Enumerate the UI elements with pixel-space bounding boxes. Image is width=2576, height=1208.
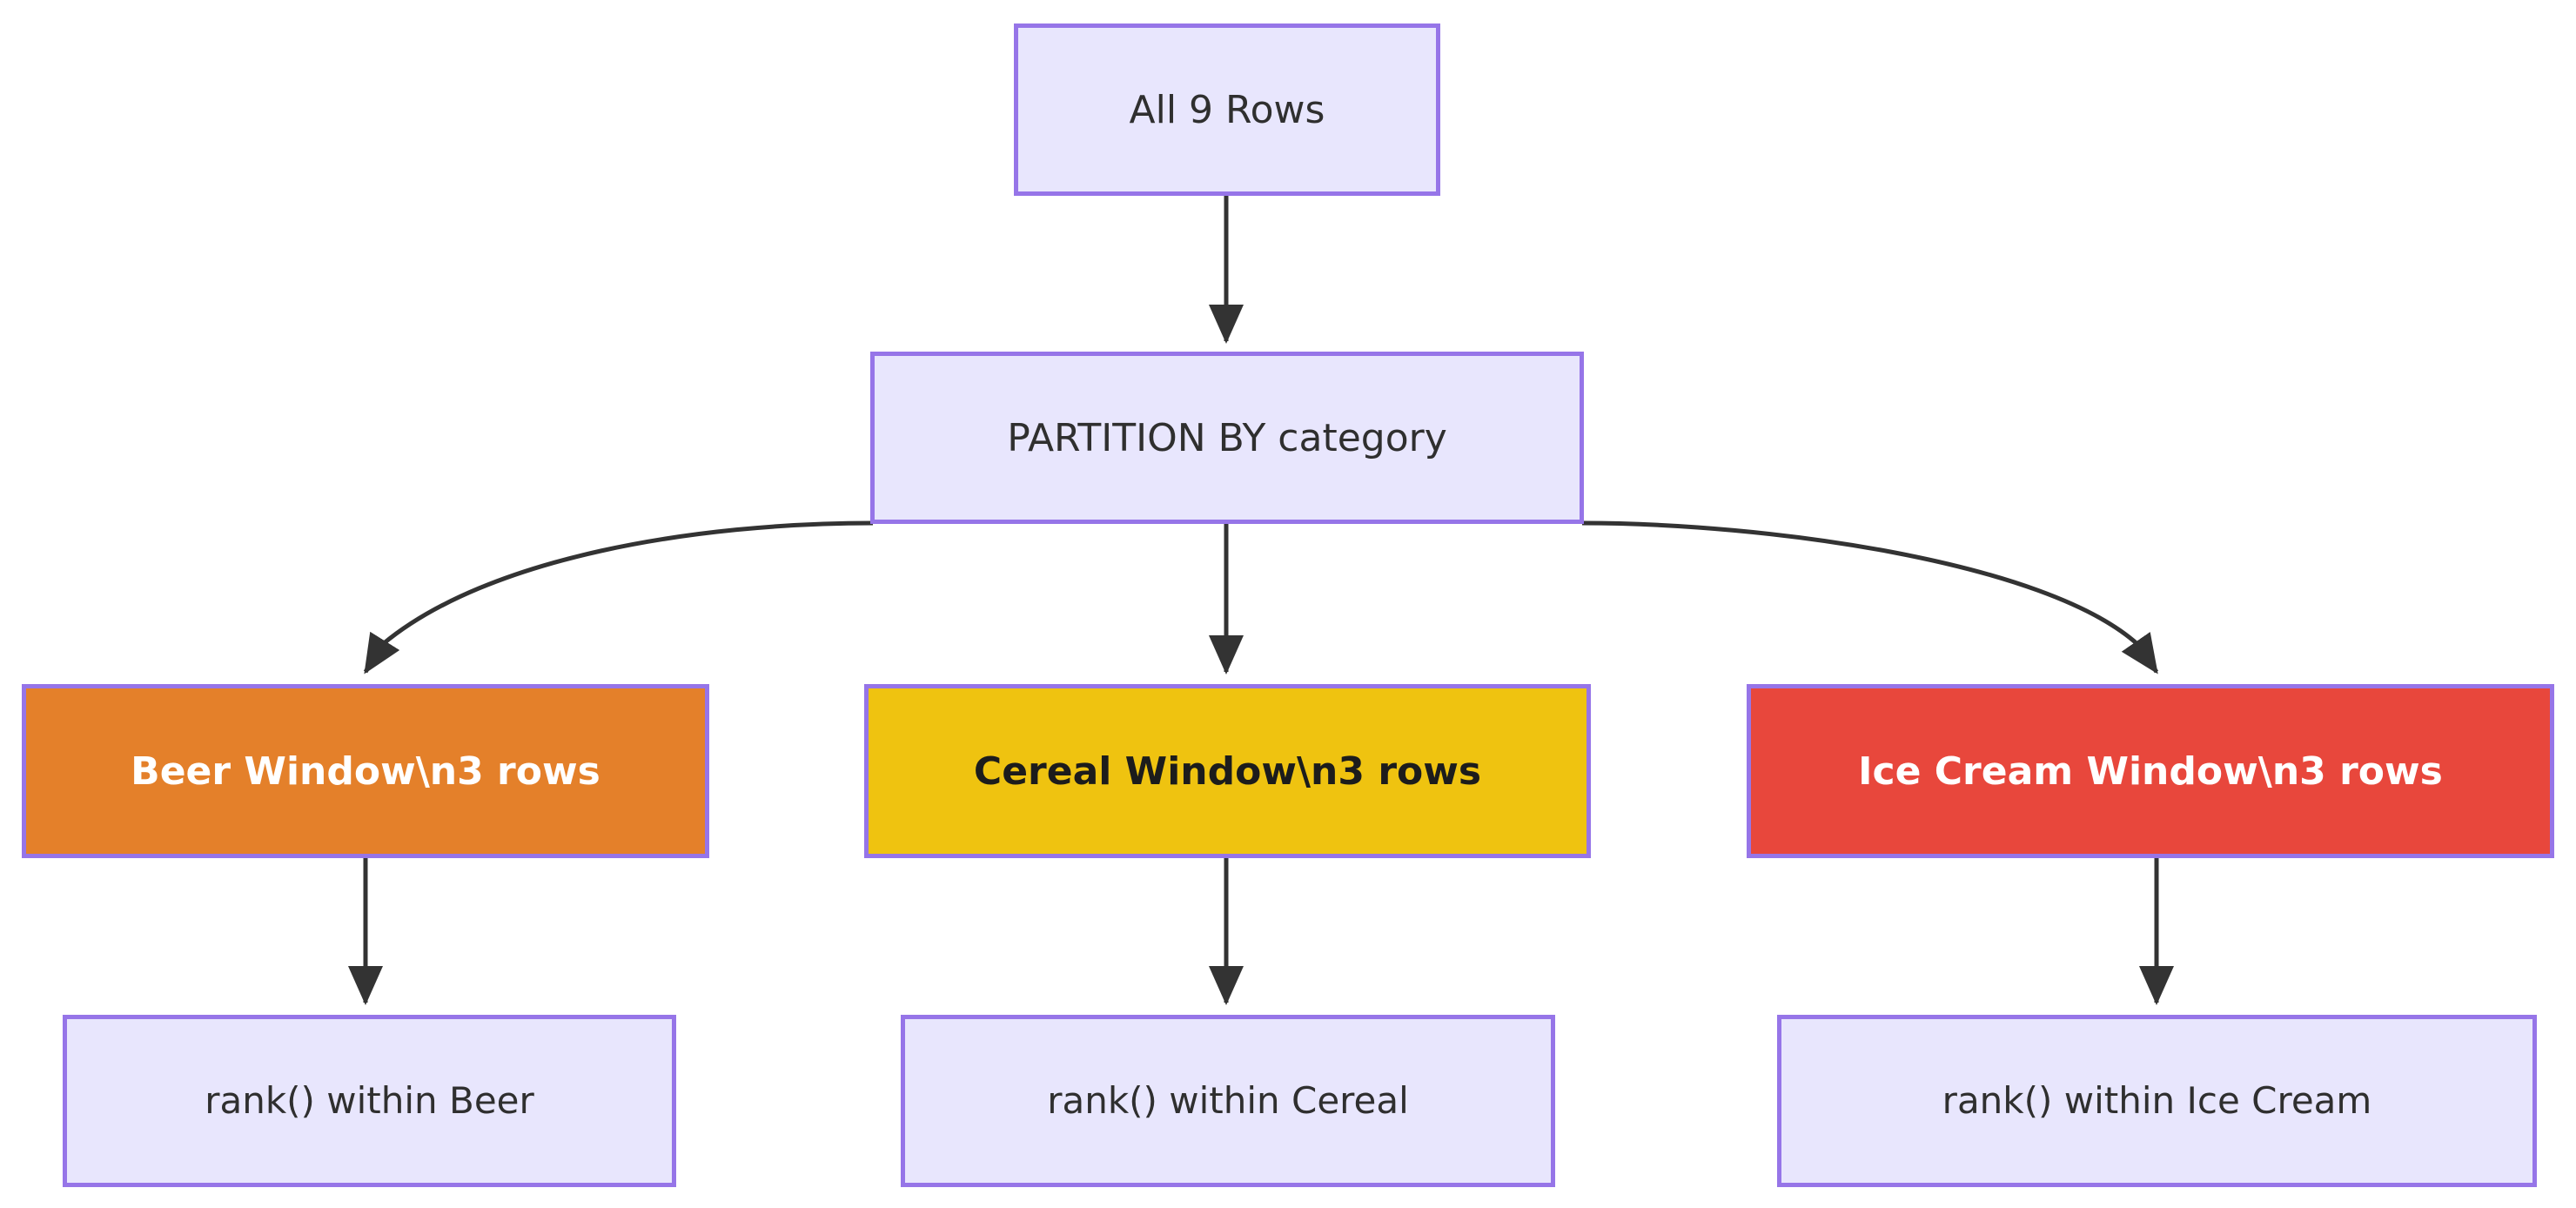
- node-beer-window-label: Beer Window\n3 rows: [131, 748, 600, 794]
- node-rank-within-beer[interactable]: rank() within Beer: [63, 1015, 676, 1187]
- node-ice-cream-window-label: Ice Cream Window\n3 rows: [1858, 748, 2443, 794]
- node-ice-cream-window[interactable]: Ice Cream Window\n3 rows: [1747, 684, 2554, 858]
- node-partition-by-category-label: PARTITION BY category: [1007, 415, 1447, 460]
- node-rank-within-cereal[interactable]: rank() within Cereal: [901, 1015, 1555, 1187]
- node-cereal-window[interactable]: Cereal Window\n3 rows: [864, 684, 1591, 858]
- node-rank-within-beer-label: rank() within Beer: [205, 1078, 534, 1122]
- node-all-9-rows-label: All 9 Rows: [1129, 87, 1325, 132]
- edge-partition-to-window-beer: [363, 520, 874, 674]
- edge-partition-to-window-icecream: [1581, 520, 2159, 674]
- node-partition-by-category[interactable]: PARTITION BY category: [870, 352, 1584, 524]
- node-rank-within-ice-cream-label: rank() within Ice Cream: [1942, 1078, 2372, 1122]
- node-beer-window[interactable]: Beer Window\n3 rows: [22, 684, 709, 858]
- node-all-9-rows[interactable]: All 9 Rows: [1014, 23, 1440, 196]
- node-rank-within-ice-cream[interactable]: rank() within Ice Cream: [1777, 1015, 2537, 1187]
- node-cereal-window-label: Cereal Window\n3 rows: [973, 748, 1482, 794]
- node-rank-within-cereal-label: rank() within Cereal: [1047, 1078, 1409, 1122]
